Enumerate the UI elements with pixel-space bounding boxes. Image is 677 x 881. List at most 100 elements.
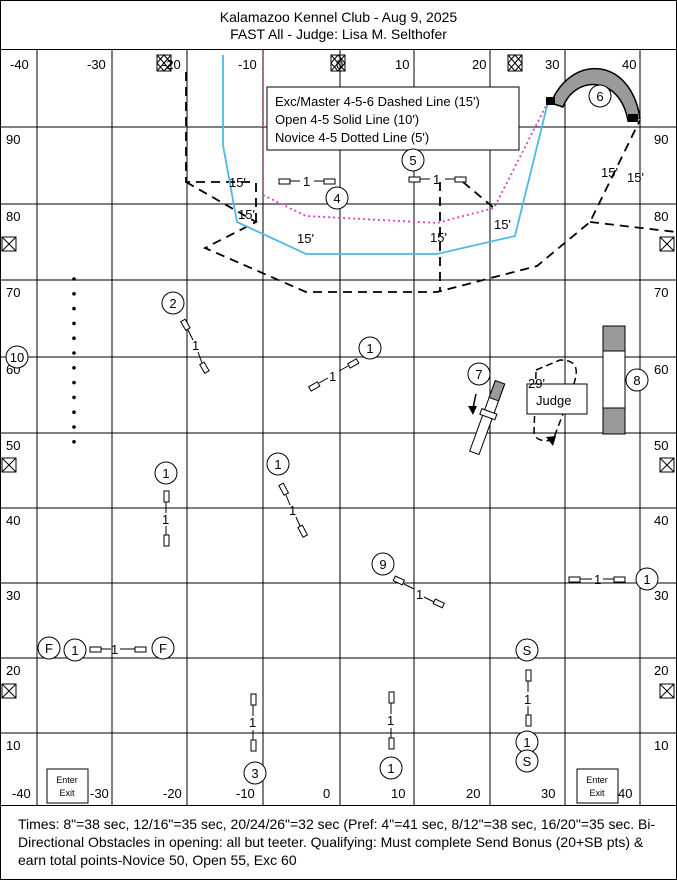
jump-4: 1	[278, 174, 336, 189]
marker-top-3	[507, 54, 523, 72]
circle-1-bottom-label: 1	[387, 761, 394, 776]
axis-right-label: 90	[654, 132, 668, 147]
svg-text:Exit: Exit	[589, 788, 605, 798]
svg-text:1: 1	[329, 369, 336, 384]
svg-text:1: 1	[387, 713, 394, 728]
axis-right-label: 10	[654, 738, 668, 753]
svg-text:Enter: Enter	[586, 775, 608, 785]
finish-right-label: F	[159, 641, 167, 656]
axis-left-label: 40	[6, 513, 20, 528]
circle-7: 7	[467, 362, 491, 386]
novice-send-line	[262, 55, 549, 224]
axis-bottom-label: -20	[163, 786, 182, 801]
axis-bottom-label: -10	[236, 786, 255, 801]
axis-left-label: 80	[6, 209, 20, 224]
legend-box: Exc/Master 4-5-6 Dashed Line (15') Open …	[266, 86, 520, 151]
axis-left-label: 20	[6, 663, 20, 678]
open-send-line	[222, 55, 549, 255]
circle-1-right: 1	[635, 567, 659, 591]
course-header: Kalamazoo Kennel Club - Aug 9, 2025 FAST…	[0, 0, 677, 50]
svg-text:Enter: Enter	[56, 775, 78, 785]
axis-right-label: 60	[654, 362, 668, 377]
axis-right-label: 80	[654, 209, 668, 224]
boundary-markers	[1, 54, 675, 699]
circle-1-center-label: 1	[366, 341, 373, 356]
axis-right-label: 40	[654, 513, 668, 528]
jump-5: 1	[408, 172, 467, 187]
axis-bottom-label: 10	[391, 786, 405, 801]
judge-distance: 29'	[528, 376, 545, 391]
svg-text:1: 1	[289, 503, 296, 518]
axis-left-label: 10	[6, 738, 20, 753]
circle-5: 5	[401, 148, 425, 172]
svg-text:Exit: Exit	[59, 788, 75, 798]
finish-right: F	[151, 636, 175, 660]
jump-bottom-10: 1	[387, 691, 395, 750]
svg-text:1: 1	[249, 715, 256, 730]
circle-3: 3	[243, 761, 267, 785]
enter-exit-left: Enter Exit	[46, 768, 89, 804]
footer-text: Times: 8"=38 sec, 12/16"=35 sec, 20/24/2…	[18, 816, 656, 868]
start-top-label: S	[523, 643, 532, 658]
axis-right-label: 30	[654, 588, 668, 603]
marker-top-1	[156, 54, 172, 72]
dist-15-e: 15'	[494, 217, 511, 232]
svg-text:1: 1	[524, 692, 531, 707]
circle-1-center: 1	[358, 336, 382, 360]
circle-8-label: 8	[633, 373, 640, 388]
axis-bottom-label: 0	[323, 786, 330, 801]
dogwalk-8	[602, 325, 626, 435]
jump-right-30: 1	[568, 572, 626, 587]
jump-9: 1	[392, 575, 446, 609]
marker-left-1	[1, 236, 17, 252]
jump-left-vertical: 1	[162, 490, 170, 547]
weave-pole	[72, 440, 76, 444]
marker-right-3	[659, 683, 675, 699]
circle-10: 10	[5, 345, 29, 369]
svg-text:1: 1	[594, 572, 601, 587]
axis-top-label: 40	[622, 57, 636, 72]
weave-pole	[72, 306, 76, 311]
start-top: S	[515, 638, 539, 662]
weave-pole	[72, 321, 76, 326]
circle-1-mid: 1	[266, 452, 290, 476]
dist-15-d: 15'	[430, 230, 447, 245]
svg-text:1: 1	[111, 642, 118, 657]
axis-top-label: -10	[238, 57, 257, 72]
axis-left-label: 70	[6, 285, 20, 300]
dist-15-f: 15'	[601, 165, 618, 180]
axis-left-label: 30	[6, 588, 20, 603]
axis-left-label: 90	[6, 132, 20, 147]
circle-9: 9	[371, 552, 395, 576]
start-bottom-label: S	[523, 754, 532, 769]
marker-right-2	[659, 457, 675, 473]
dist-15-a: 15'	[229, 175, 246, 190]
distance-labels: 15' 15' 15' 15' 15' 15' 15'	[229, 165, 644, 246]
marker-right-1	[659, 236, 675, 252]
marker-left-3	[1, 683, 17, 699]
jump-3: 1	[249, 693, 257, 752]
axis-bottom-label: 20	[466, 786, 480, 801]
finish-left-label: F	[45, 641, 53, 656]
jump-center: 1	[307, 358, 360, 392]
circle-3-label: 3	[251, 766, 258, 781]
teeter-arrow	[468, 393, 477, 415]
tunnel-6	[546, 68, 641, 122]
circle-6: 6	[588, 84, 612, 108]
axis-bottom-label: -30	[90, 786, 109, 801]
weave-pole	[72, 425, 76, 429]
circle-1-finish: 1	[63, 638, 87, 662]
weave-pole	[72, 395, 76, 400]
axis-top-label: 30	[545, 57, 559, 72]
teeter-7	[469, 379, 506, 456]
circle-2: 2	[161, 291, 185, 315]
dist-15-g: 15'	[627, 170, 644, 185]
marker-top-2	[330, 54, 346, 72]
weave-pole	[72, 380, 76, 385]
circle-1-start-label: 1	[523, 735, 530, 750]
axis-right-label: 50	[654, 438, 668, 453]
